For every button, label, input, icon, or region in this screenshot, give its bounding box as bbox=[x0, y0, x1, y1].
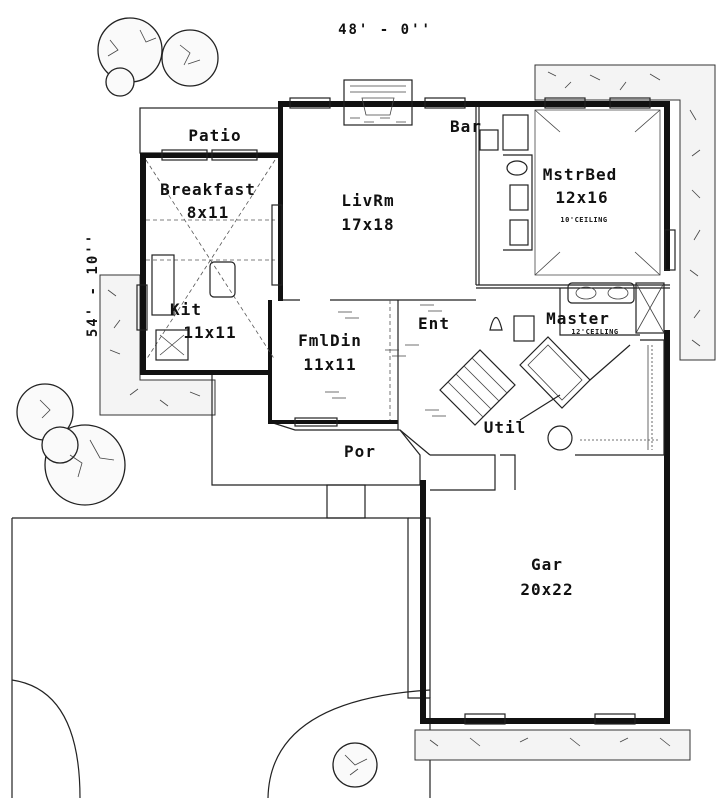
planter-right bbox=[534, 64, 716, 361]
master-bedroom-ceiling-note: 10'CEILING bbox=[560, 216, 607, 224]
garage-label: Gar bbox=[531, 555, 563, 574]
garage-size: 20x22 bbox=[520, 580, 573, 599]
family-dining-label: FmlDin bbox=[298, 331, 362, 350]
shrub-group-bottom bbox=[332, 742, 378, 788]
exterior-walls bbox=[140, 101, 670, 724]
entry-label: Ent bbox=[418, 314, 450, 333]
width-dimension: 48' - 0'' bbox=[338, 22, 432, 38]
planter-left bbox=[99, 274, 216, 416]
planter-bottom bbox=[414, 729, 691, 761]
kitchen-label: Kit bbox=[170, 300, 202, 319]
master-bath-label: Master bbox=[546, 309, 610, 328]
landscaping bbox=[16, 17, 716, 788]
porch-label: Por bbox=[344, 442, 376, 461]
depth-dimension: 54' - 10'' bbox=[85, 233, 101, 337]
family-dining-size: 11x11 bbox=[303, 355, 356, 374]
breakfast-label: Breakfast bbox=[160, 180, 256, 199]
fireplace bbox=[343, 79, 413, 126]
master-bedroom-size: 12x16 bbox=[555, 188, 608, 207]
breakfast-size: 8x11 bbox=[187, 203, 230, 222]
stairs bbox=[439, 349, 516, 426]
shrub-group-left bbox=[16, 383, 126, 506]
living-room-label: LivRm bbox=[341, 191, 394, 210]
master-bath-ceiling-note: 12'CEILING bbox=[571, 328, 618, 336]
patio-label: Patio bbox=[188, 126, 241, 145]
interior-walls bbox=[145, 107, 670, 491]
master-bedroom-label: MstrBed bbox=[543, 165, 617, 184]
utility-label: Util bbox=[484, 418, 527, 437]
kitchen-size: 11x11 bbox=[183, 323, 236, 342]
front-walk bbox=[326, 484, 366, 519]
windows bbox=[136, 97, 676, 725]
shrub-group-top bbox=[97, 17, 219, 97]
living-room-size: 17x18 bbox=[341, 215, 394, 234]
bar-label: Bar bbox=[450, 117, 482, 136]
porch-slab bbox=[211, 372, 421, 486]
